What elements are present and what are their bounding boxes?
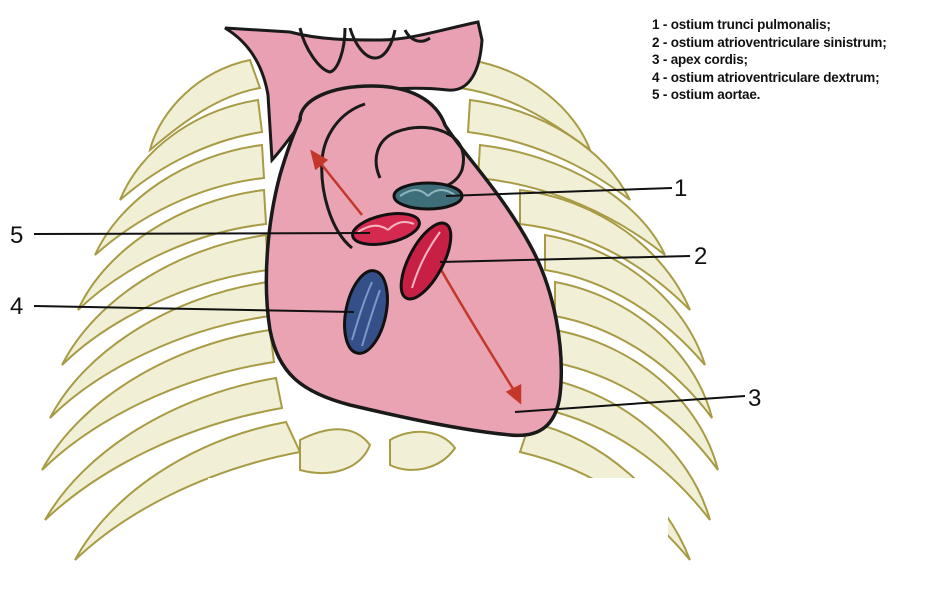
legend-item-5: 5 - ostium aortae. [652, 86, 887, 104]
callout-number-1: 1 [674, 175, 687, 202]
callout-number-3: 3 [748, 385, 761, 412]
legend-item-1: 1 - ostium trunci pulmonalis; [652, 16, 887, 34]
callout-line-5 [34, 233, 370, 234]
costal-cartilage [390, 432, 455, 470]
legend-item-2: 2 - ostium atrioventriculare sinistrum; [652, 34, 887, 52]
legend-item-3: 3 - apex cordis; [652, 51, 887, 69]
callout-number-4: 4 [10, 293, 23, 320]
sternum-lower [300, 429, 370, 473]
blank-overlay [208, 478, 668, 609]
legend: 1 - ostium trunci pulmonalis; 2 - ostium… [652, 16, 887, 104]
callout-number-5: 5 [10, 222, 23, 249]
callout-number-2: 2 [694, 243, 707, 270]
legend-item-4: 4 - ostium atrioventriculare dextrum; [652, 69, 887, 87]
